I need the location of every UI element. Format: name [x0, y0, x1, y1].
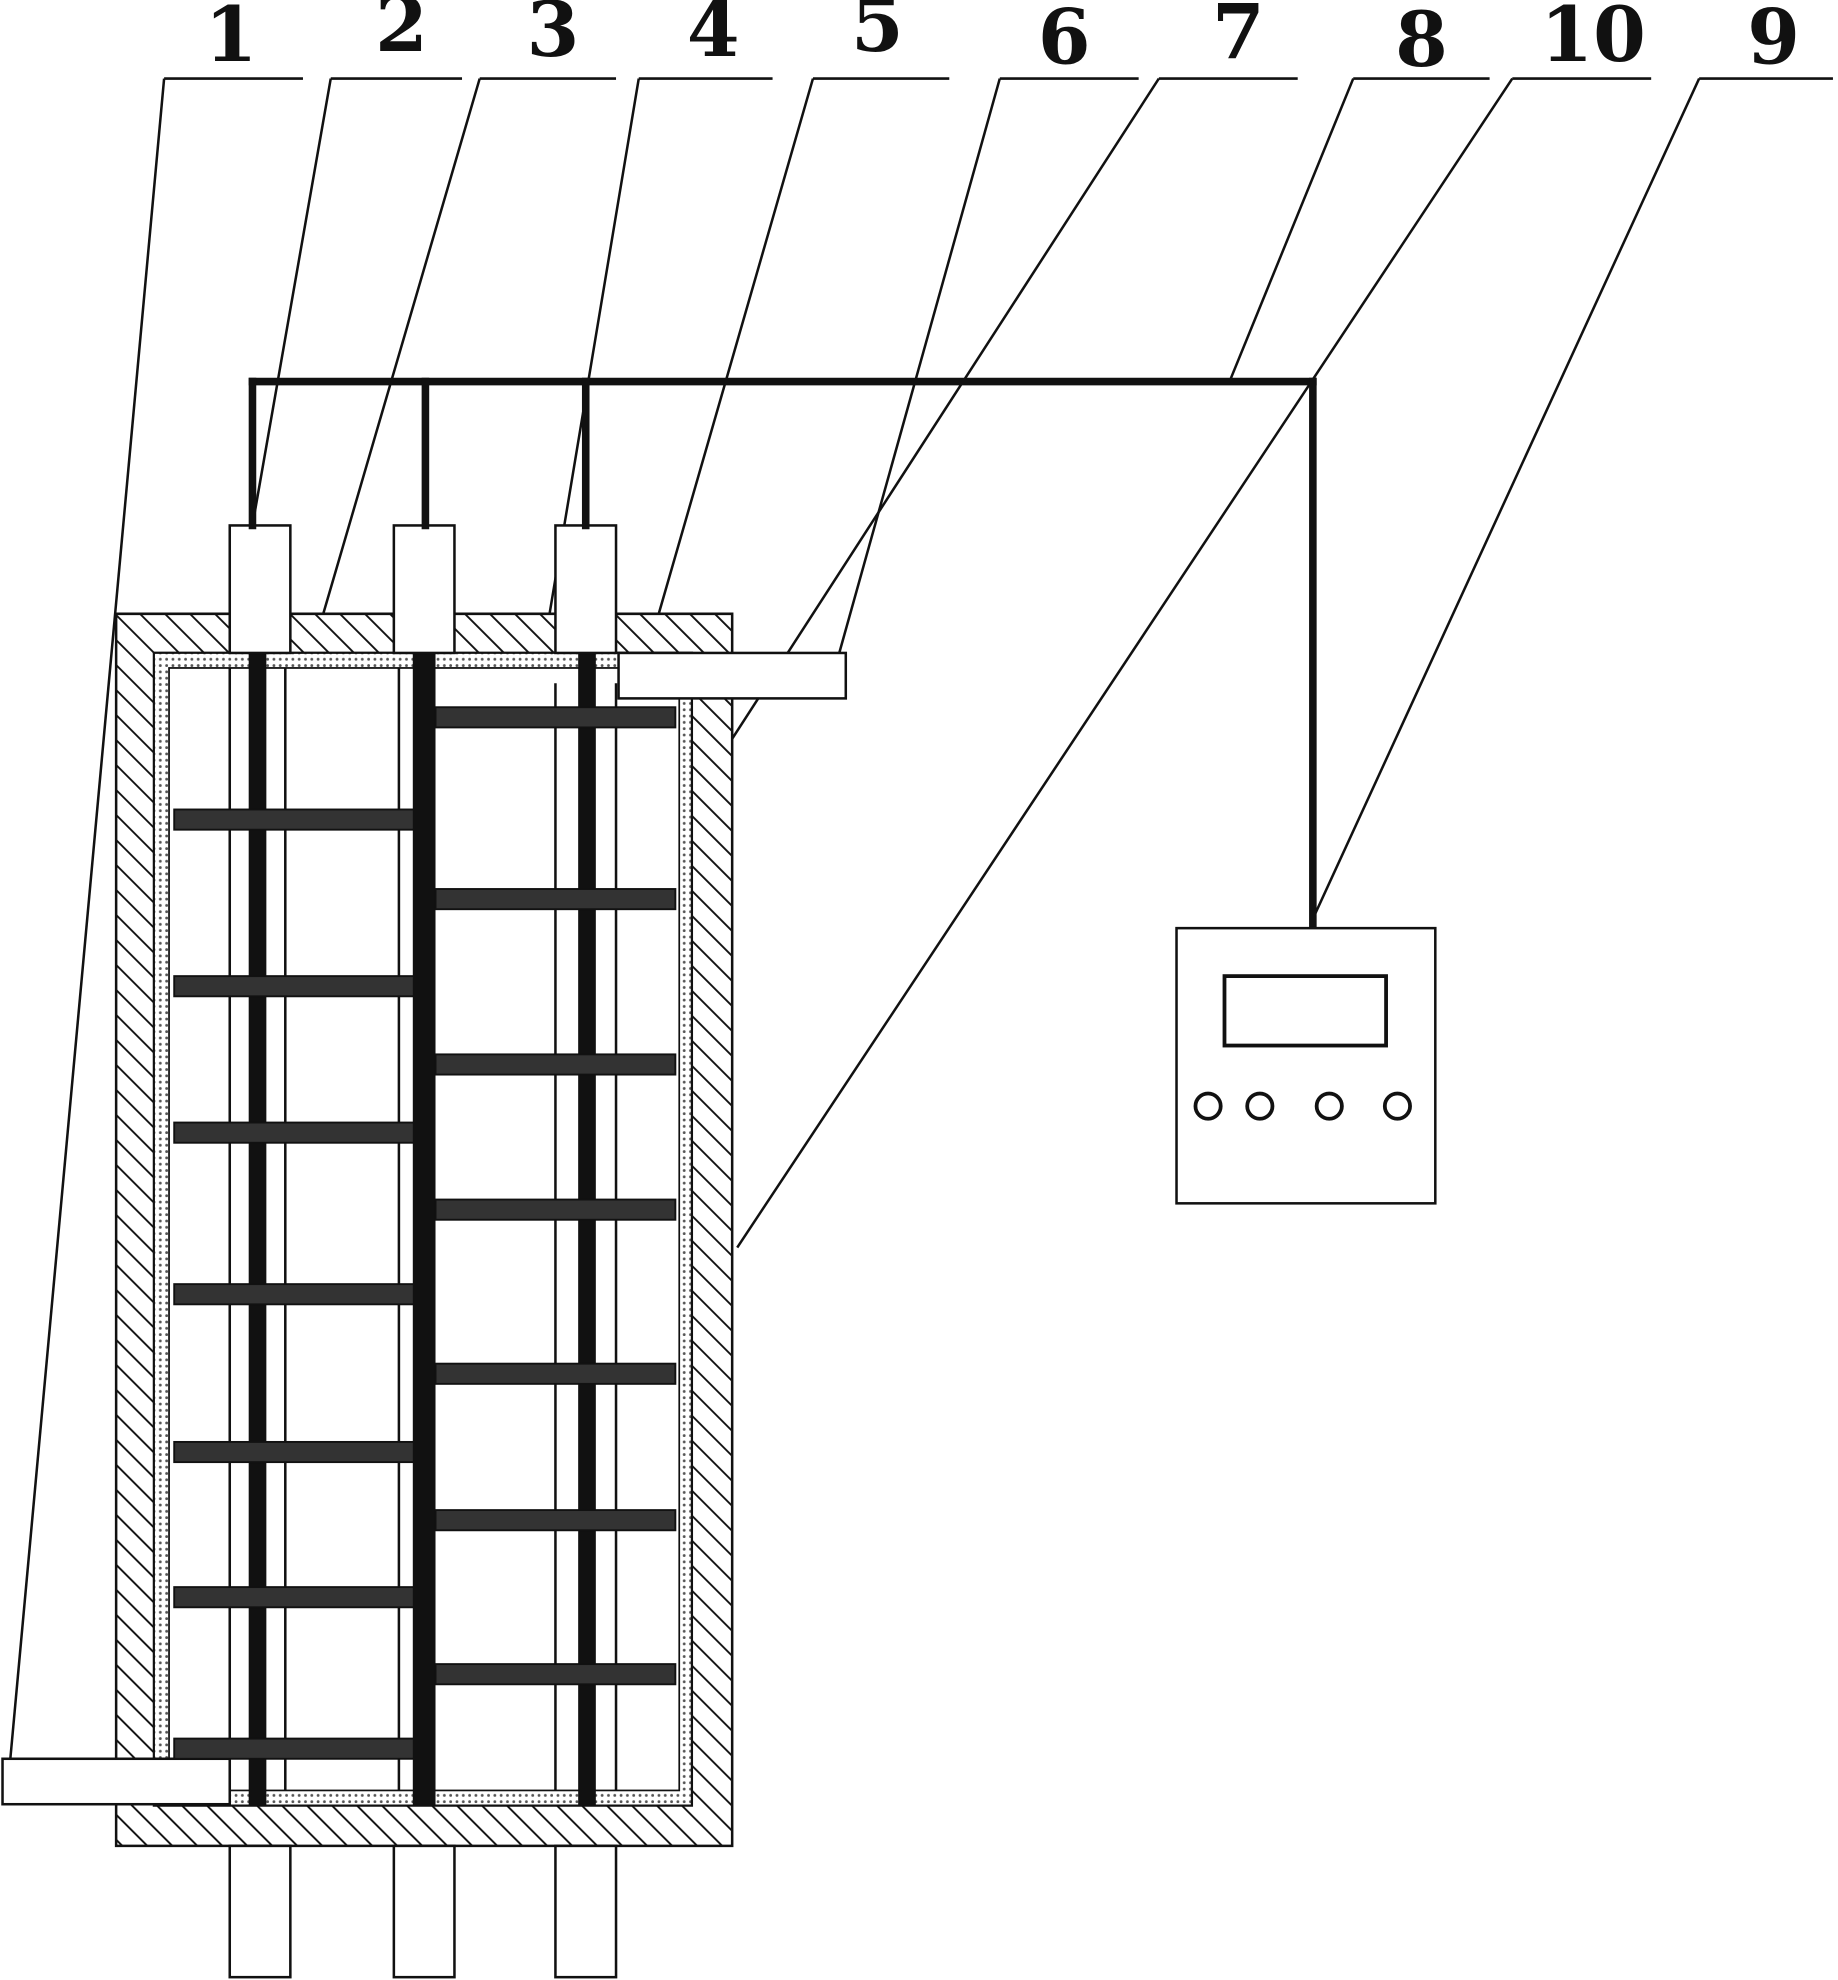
- display-screen-icon: [1222, 974, 1388, 1048]
- label-8: 8: [1395, 0, 1448, 84]
- knob-icon: [1314, 1091, 1344, 1121]
- leader-1: [8, 78, 166, 1762]
- part-labels: 1 2 3 4 5 6 7 8 10 9: [205, 0, 1800, 84]
- bottom-terminals: [228, 1844, 618, 1979]
- right-chamber: [434, 652, 677, 1806]
- label-2: 2: [375, 0, 428, 69]
- controller-knobs: [1193, 1091, 1412, 1121]
- plate: [173, 1586, 416, 1609]
- centre-electrode: [412, 652, 436, 1806]
- wiring: [248, 377, 1317, 932]
- terminal-bottom-right: [554, 1844, 618, 1979]
- label-9: 9: [1747, 0, 1800, 81]
- plate: [434, 1198, 677, 1221]
- plates-right: [434, 706, 677, 1686]
- leader-6: [836, 78, 1002, 658]
- terminal-top-centre: [392, 524, 456, 655]
- knob-icon: [1193, 1091, 1223, 1121]
- leader-9: [1309, 78, 1701, 925]
- label-4: 4: [687, 0, 740, 74]
- inlet-pipe-bottom: [1, 1757, 232, 1806]
- plate: [434, 706, 677, 729]
- plate: [173, 975, 416, 998]
- label-3: 3: [527, 0, 580, 74]
- leader-7: [678, 77, 1160, 822]
- terminal-top-left: [228, 524, 292, 655]
- leader-2: [251, 78, 332, 526]
- label-5: 5: [851, 0, 904, 69]
- partition-wall: [412, 652, 436, 1806]
- plate: [434, 1663, 677, 1686]
- plate: [173, 808, 416, 831]
- terminal-top-right: [554, 524, 618, 655]
- label-7: 7: [1212, 0, 1265, 76]
- plate: [434, 1053, 677, 1076]
- controller-box: [1175, 926, 1437, 1205]
- left-chamber: [173, 652, 416, 1806]
- knob-icon: [1382, 1091, 1412, 1121]
- controller-housing: [1175, 926, 1437, 1205]
- label-6: 6: [1038, 0, 1091, 81]
- terminal-bottom-left: [228, 1844, 292, 1979]
- label-10: 10: [1540, 0, 1645, 79]
- leader-8: [1228, 78, 1355, 383]
- leader-10: [736, 77, 1514, 1249]
- pipes: [1, 651, 848, 1806]
- plate: [434, 1509, 677, 1532]
- plate: [173, 1737, 416, 1760]
- terminal-bottom-centre: [392, 1844, 456, 1979]
- electrode-core-left: [248, 652, 267, 1806]
- plate: [173, 1283, 416, 1306]
- knob-icon: [1245, 1091, 1275, 1121]
- label-1: 1: [205, 0, 258, 79]
- plate: [434, 1362, 677, 1385]
- electrode-core-right: [578, 652, 596, 1806]
- plate: [173, 1121, 416, 1144]
- top-terminals: [228, 524, 618, 655]
- plate: [434, 888, 677, 911]
- outlet-pipe-top: [617, 651, 848, 700]
- plate: [173, 1440, 416, 1464]
